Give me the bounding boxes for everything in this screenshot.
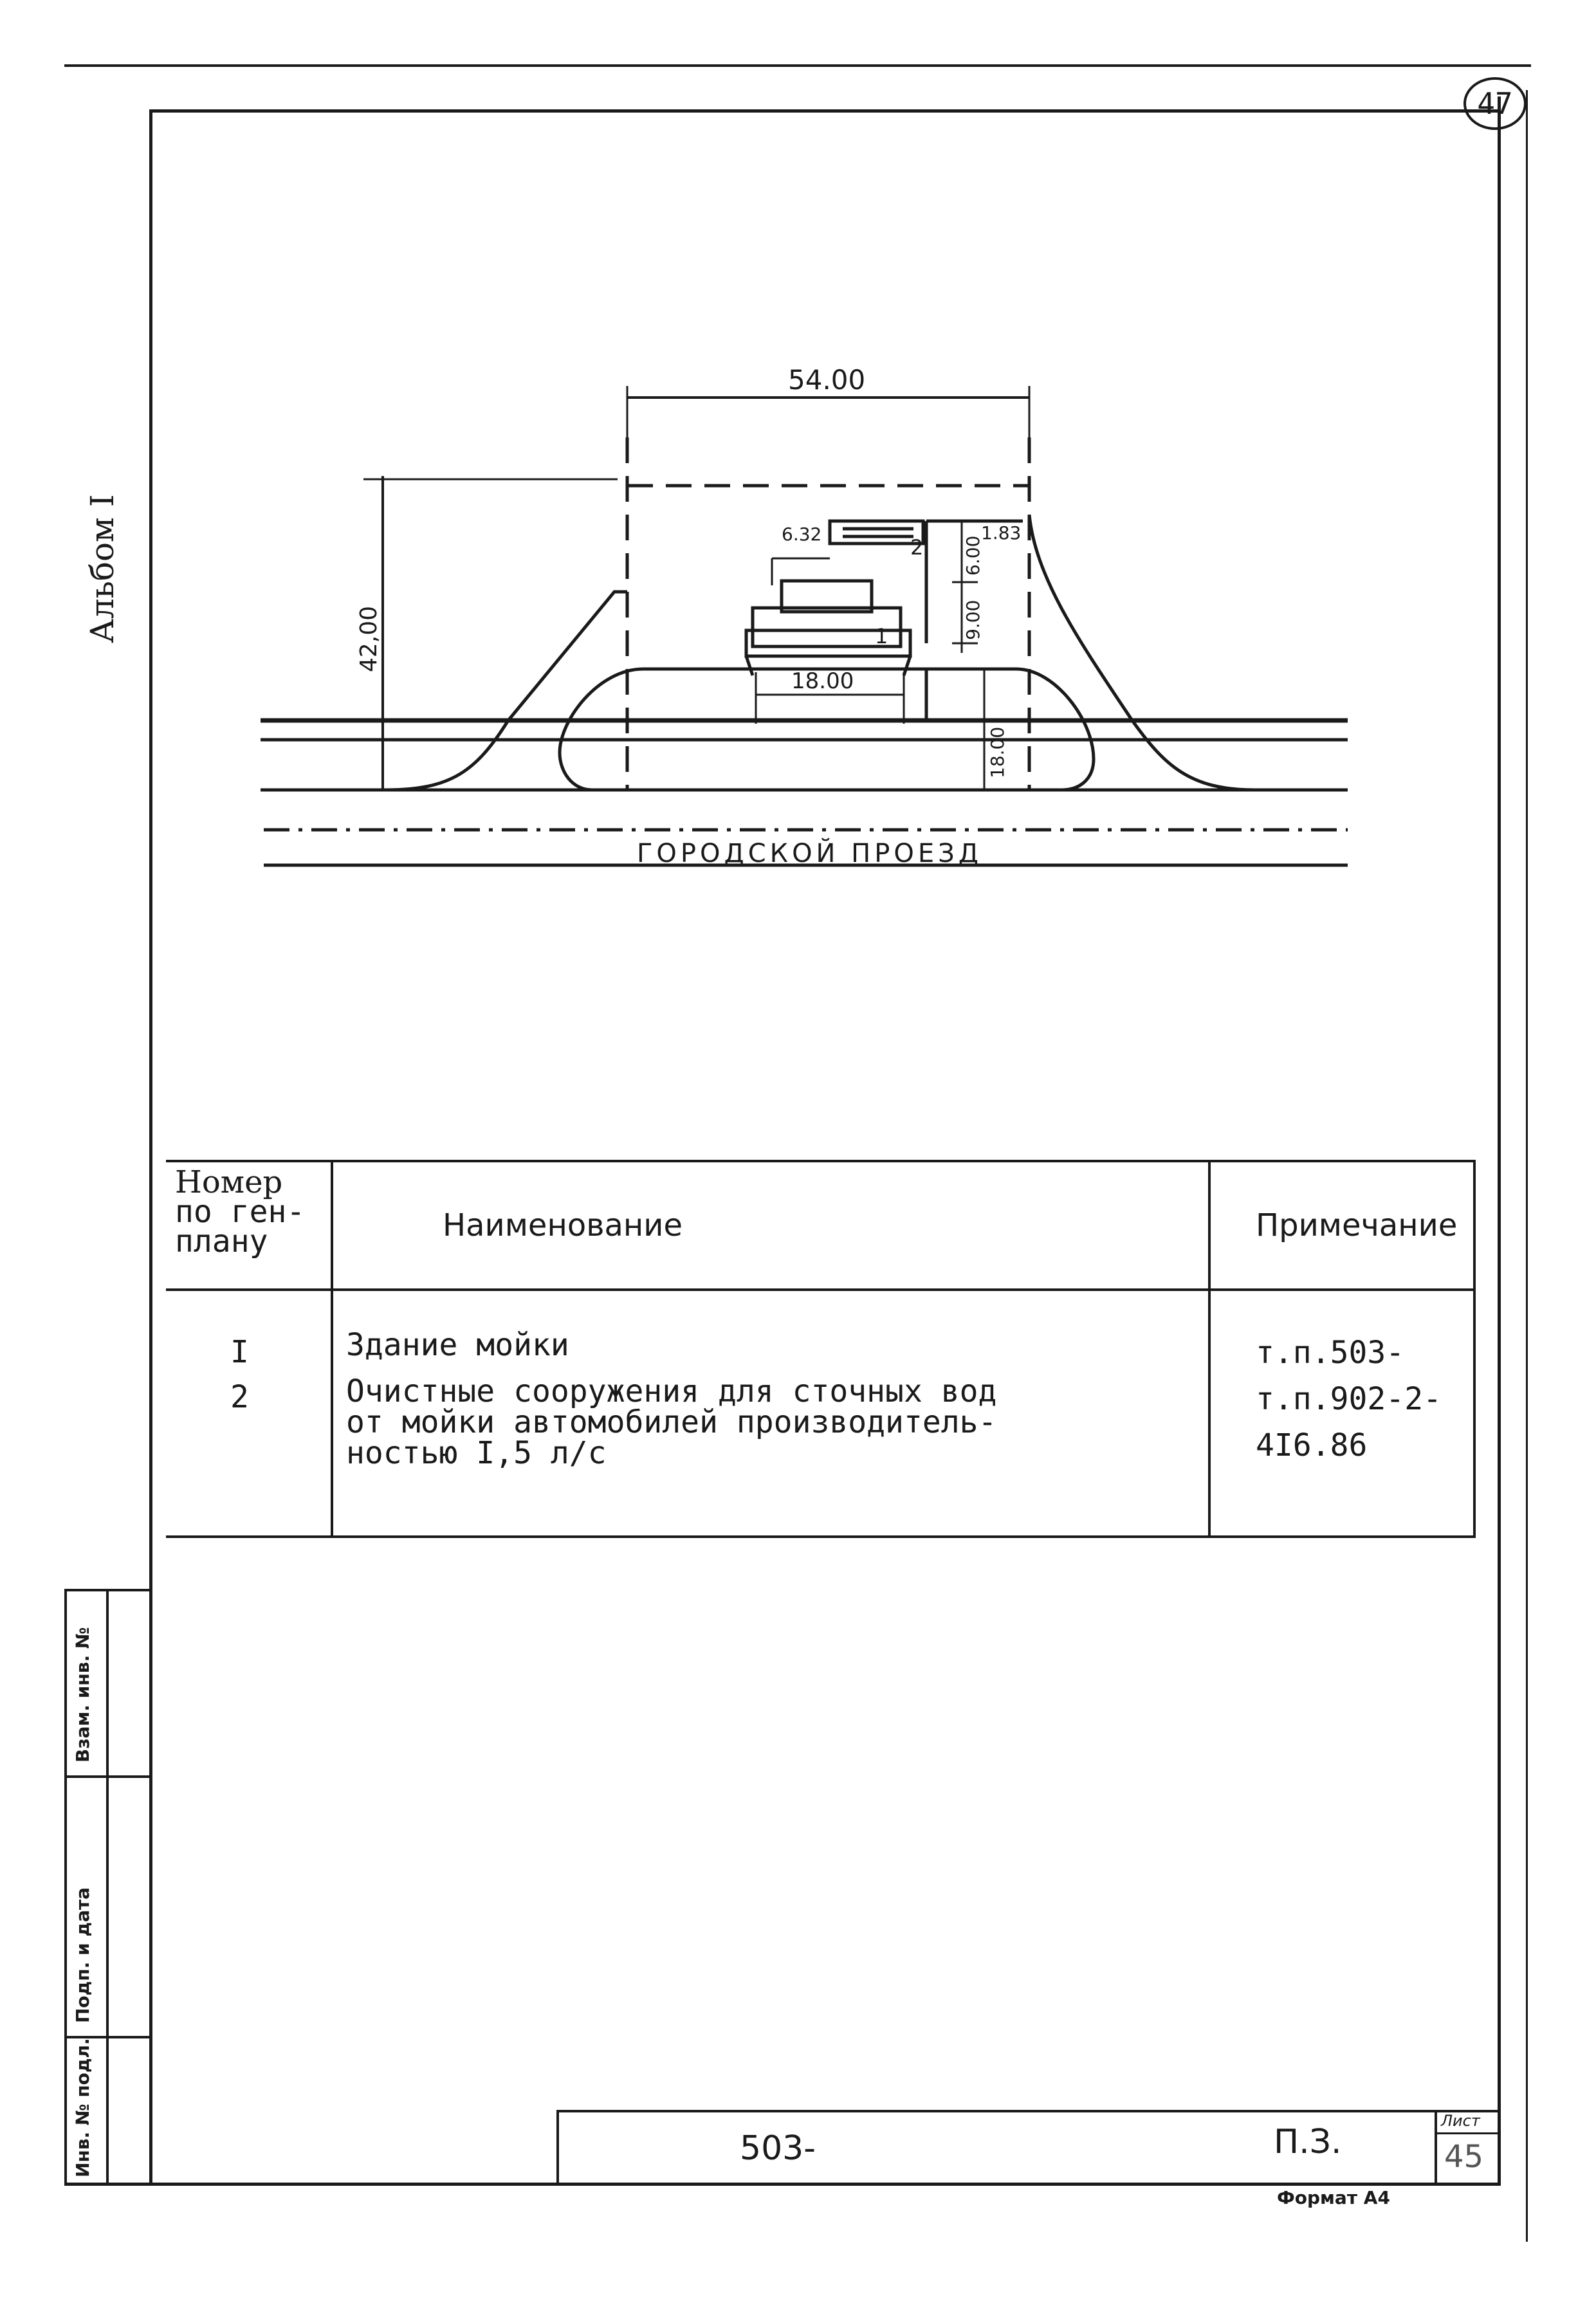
- spec-names: Здание мойки Очистные сооружения для сто…: [331, 1288, 1211, 1538]
- spec-table: Номер по ген- плану Наименование Примеча…: [166, 1160, 1476, 1538]
- dim-600: 6.00: [962, 536, 984, 576]
- frame-left: [149, 109, 152, 2186]
- header-number-line1: Номер: [175, 1164, 283, 1200]
- row1-name: Здание мойки: [346, 1327, 569, 1363]
- title-block-section: П.З.: [1274, 2123, 1342, 2161]
- stamp-left: [64, 1589, 67, 2184]
- header-note: Примечание: [1208, 1160, 1476, 1291]
- header-number: Номер по ген- плану: [166, 1160, 333, 1291]
- row1-number: I: [230, 1334, 249, 1370]
- spec-header-row: Номер по ген- плану Наименование Примеча…: [166, 1160, 1476, 1291]
- title-block-sheet-value: 45: [1444, 2139, 1484, 2175]
- header-number-line3: плану: [175, 1223, 268, 1259]
- frame-right-outer: [1526, 90, 1528, 2242]
- dim-offset-183: 1.83: [981, 522, 1021, 544]
- label-treatment-2: 2: [910, 535, 923, 560]
- dim-1800: 18.00: [987, 727, 1008, 778]
- frame-top: [149, 109, 1500, 113]
- site-plan: 54.00 18.00 6.32 1.83 1 2 ГОРОДСКОЙ ПРОЕ…: [261, 364, 1348, 868]
- stamp-div1: [64, 1775, 151, 1778]
- row2-number: 2: [230, 1379, 249, 1415]
- spec-row: I 2 Здание мойки Очистные сооружения для…: [166, 1288, 1476, 1538]
- title-block-sheet-label: Лист: [1441, 2112, 1480, 2130]
- dim-width-total: 54.00: [788, 364, 865, 396]
- row2-name-line2: от мойки автомобилей производитель-: [346, 1404, 997, 1440]
- stamp-top: [64, 1589, 151, 1591]
- title-block-format: Формат А4: [1277, 2187, 1390, 2208]
- header-name: Наименование: [331, 1160, 1211, 1291]
- stamp-div2: [64, 2036, 151, 2038]
- header-number-line2: по ген-: [175, 1194, 306, 1230]
- spec-notes: т.п.503- т.п.902-2-4I6.86: [1208, 1288, 1476, 1538]
- title-block-top: [556, 2110, 1499, 2112]
- dim-offset-632: 6.32: [782, 524, 821, 545]
- title-block-sheet-left: [1435, 2110, 1437, 2184]
- stamp-inner: [106, 1589, 109, 2184]
- label-building-1: 1: [875, 624, 888, 648]
- sheet-number: 47: [1463, 77, 1527, 130]
- frame-bottom: [64, 2183, 1501, 2186]
- spec-numbers: I 2: [166, 1288, 333, 1538]
- stamp-inv-vzam: Взам. инв. №: [72, 1627, 93, 1763]
- row2-name-line3: ностью I,5 л/с: [346, 1435, 607, 1471]
- dim-height-total: 42,00: [356, 606, 382, 672]
- road-label: ГОРОДСКОЙ ПРОЕЗД: [637, 838, 982, 868]
- row2-name-line1: Очистные сооружения для сточных вод: [346, 1373, 997, 1409]
- frame-right: [1498, 96, 1501, 2186]
- stamp-inv-podl: Инв. № подл.: [72, 2038, 93, 2177]
- stamp-podp-data: Подп. и дата: [72, 1887, 93, 2023]
- top-rule: [64, 64, 1531, 67]
- row2-note: т.п.902-2-4I6.86: [1256, 1381, 1442, 1463]
- dim-900: 9.00: [962, 600, 984, 640]
- title-block-doc-code: 503-: [740, 2129, 816, 2168]
- title-block-left: [556, 2110, 559, 2184]
- dim-building-width: 18.00: [791, 668, 854, 694]
- title-block-sheet-div: [1435, 2132, 1499, 2134]
- row1-note: т.п.503-: [1256, 1335, 1405, 1371]
